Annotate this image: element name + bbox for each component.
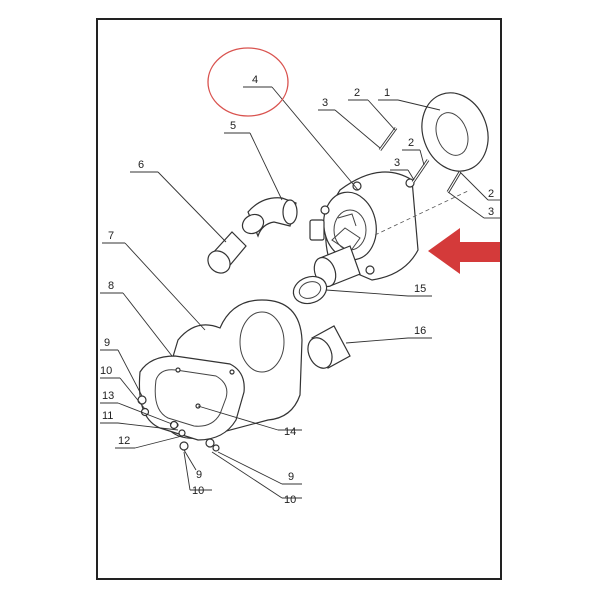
diagram-frame	[96, 18, 502, 580]
callout-4: 4	[252, 74, 258, 86]
fastener-bottom-right	[205, 438, 220, 452]
callout-2-top: 2	[354, 87, 360, 99]
fastener-bottom-left	[169, 420, 189, 451]
part-5-elbow	[241, 197, 298, 238]
part-2-3-screw-top	[378, 127, 398, 151]
arrow-left-icon	[428, 228, 500, 274]
part-2-3-screw-right	[446, 171, 462, 193]
callout-11: 11	[102, 410, 113, 422]
callout-3-top: 3	[322, 97, 328, 109]
callout-2-middle: 2	[408, 137, 414, 149]
callout-3-right: 3	[488, 206, 494, 218]
callout-8: 8	[108, 280, 114, 292]
callout-labels: 4 5 6 7 8 3 2 1 2 3 2 3 15 16 14 9 10 13…	[100, 74, 494, 506]
callout-10-bottom: 10	[192, 485, 204, 497]
callout-9-right: 9	[288, 471, 294, 483]
callout-9-bottom: 9	[196, 469, 202, 481]
leader-lines	[100, 86, 500, 499]
part-4-housing	[309, 171, 419, 288]
part-15-clamp	[292, 275, 328, 305]
assembly-axis-line	[374, 189, 471, 236]
callout-5: 5	[230, 120, 236, 132]
callout-10-left: 10	[100, 365, 112, 377]
callout-13: 13	[102, 390, 114, 402]
callout-7: 7	[108, 230, 114, 242]
part-1-flange	[421, 92, 489, 172]
highlight-circle	[207, 47, 289, 117]
callout-6: 6	[138, 159, 144, 171]
callout-9-left: 9	[104, 337, 110, 349]
callout-3-middle: 3	[394, 157, 400, 169]
callout-2-right: 2	[488, 188, 494, 200]
part-16-coupling	[307, 325, 351, 369]
part-2-3-screw-middle	[411, 159, 430, 183]
callout-10-right: 10	[284, 494, 296, 506]
callout-1: 1	[384, 87, 390, 99]
callout-16: 16	[414, 325, 426, 337]
callout-15: 15	[414, 283, 426, 295]
callout-14: 14	[284, 426, 296, 438]
part-6-sleeve	[207, 231, 247, 274]
callout-12: 12	[118, 435, 130, 447]
